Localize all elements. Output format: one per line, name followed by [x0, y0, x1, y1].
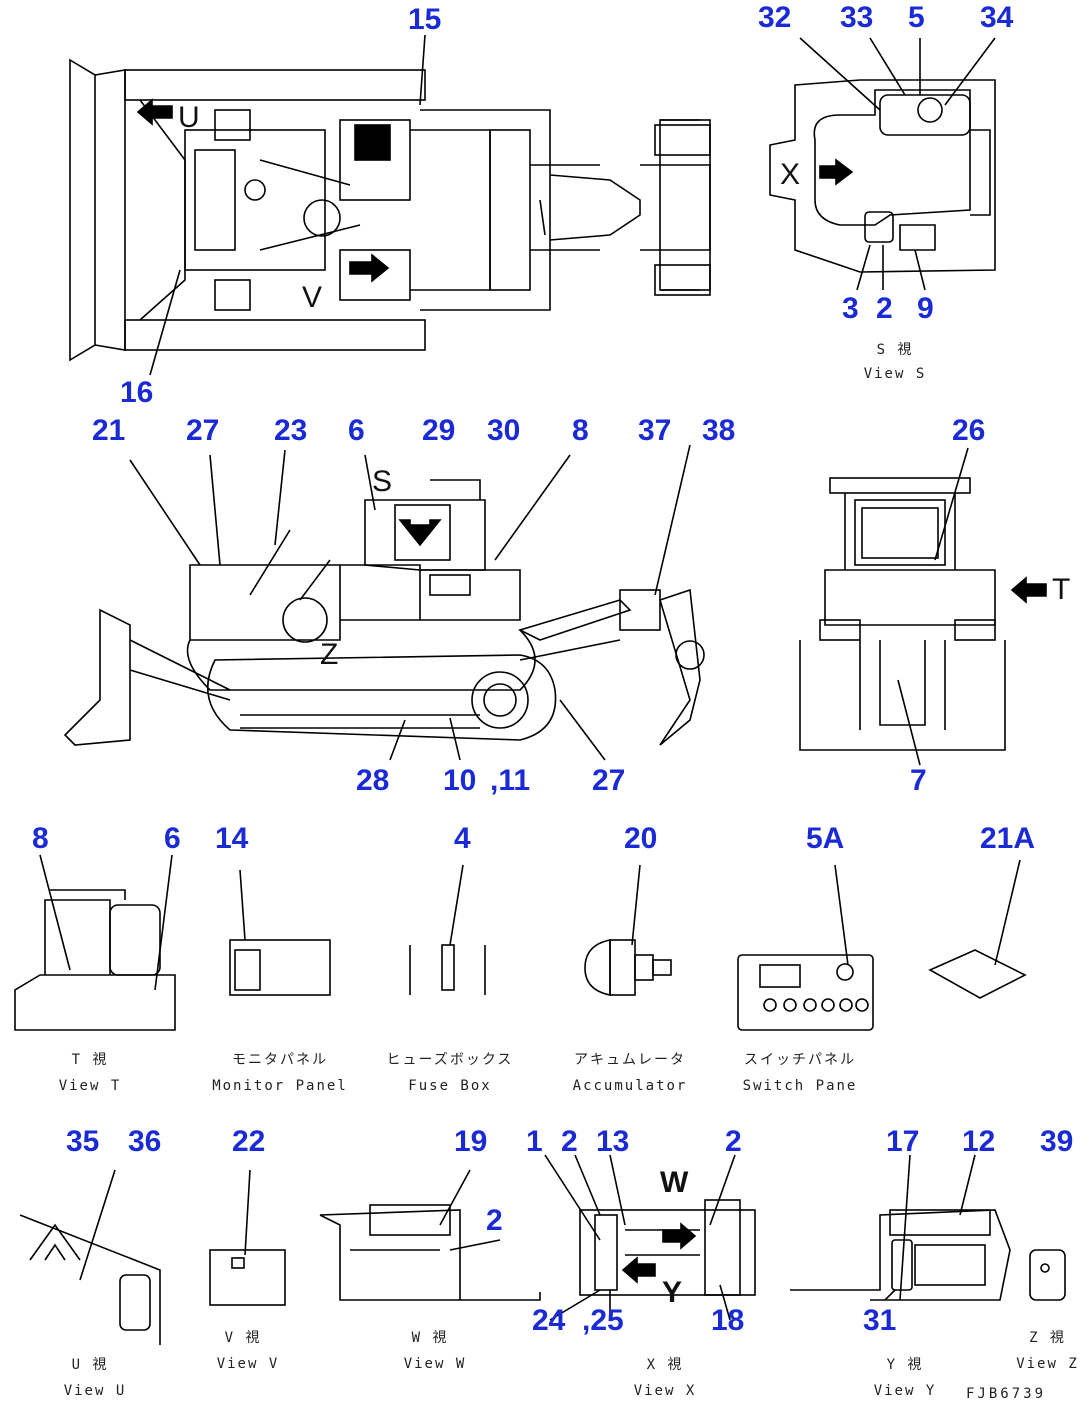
- caption-accum-jp: アキュムレータ: [574, 1052, 686, 1068]
- callout-8: 8: [572, 414, 589, 447]
- callout-2-view-x-right: 2: [725, 1125, 742, 1158]
- callout-22: 22: [232, 1125, 266, 1158]
- plate-21a-drawing: [928, 949, 1027, 999]
- view-letter-s: S: [372, 465, 393, 498]
- callout-5a: 5A: [806, 822, 845, 855]
- view-y-drawing: [790, 1209, 1011, 1301]
- caption-switch-panel: Switch Pane: [742, 1078, 858, 1094]
- caption-view-x: View X: [633, 1383, 697, 1399]
- callout-5: 5: [908, 1, 925, 34]
- monitor-panel-drawing: [229, 939, 331, 996]
- caption-view-v-jp: V 視: [224, 1330, 262, 1346]
- callout-15: 15: [408, 3, 442, 36]
- caption-view-y: View Y: [873, 1383, 937, 1399]
- callout-2-view-x-left: 2: [561, 1125, 578, 1158]
- callout-16: 16: [120, 376, 154, 409]
- callout-11: ,11: [490, 764, 531, 797]
- caption-view-w-jp: W 視: [411, 1330, 449, 1346]
- accumulator-drawing: [584, 939, 672, 996]
- callout-4: 4: [454, 822, 471, 855]
- callout-26: 26: [952, 414, 986, 447]
- callout-30: 30: [487, 414, 521, 447]
- caption-view-t-jp: T 視: [71, 1052, 109, 1068]
- callout-14: 14: [215, 822, 249, 855]
- view-letter-w: W: [660, 1166, 689, 1199]
- caption-view-u: View U: [63, 1383, 127, 1399]
- callout-12: 12: [962, 1125, 996, 1158]
- caption-view-s-jp: S 視: [876, 342, 914, 358]
- caption-view-x-jp: X 視: [646, 1357, 684, 1373]
- caption-fuse-jp: ヒューズボックス: [386, 1052, 514, 1068]
- caption-switch-jp: スイッチパネル: [744, 1052, 856, 1068]
- callout-3: 3: [842, 292, 859, 325]
- fuse-box-drawing: [409, 944, 486, 995]
- callout-7: 7: [910, 764, 927, 797]
- view-z-drawing: [1029, 1249, 1066, 1301]
- view-letter-x: X: [780, 158, 801, 191]
- view-s-drawing: [769, 79, 996, 273]
- view-letter-v: V: [302, 281, 323, 314]
- callout-25: ,25: [582, 1304, 624, 1337]
- callout-27-top: 27: [186, 414, 220, 447]
- caption-view-s: View S: [863, 366, 927, 382]
- view-letter-u: U: [178, 101, 200, 134]
- view-letter-y: Y: [662, 1276, 683, 1309]
- callout-28: 28: [356, 764, 390, 797]
- caption-view-z-jp: Z 視: [1029, 1330, 1066, 1346]
- caption-accumulator: Accumulator: [572, 1078, 688, 1094]
- callout-23: 23: [274, 414, 308, 447]
- callout-8-detail: 8: [32, 822, 49, 855]
- callout-39: 39: [1040, 1125, 1074, 1158]
- callout-37: 37: [638, 414, 672, 447]
- top-view-drawing: [69, 58, 711, 362]
- callout-9: 9: [917, 292, 934, 325]
- view-letter-t: T: [1052, 573, 1071, 606]
- caption-view-w: View W: [403, 1356, 467, 1372]
- caption-fuse-box: Fuse Box: [408, 1078, 492, 1094]
- callout-27-bottom: 27: [592, 764, 626, 797]
- view-t-drawing: [799, 477, 1006, 751]
- callout-32: 32: [758, 1, 792, 34]
- view-v-drawing: [209, 1249, 286, 1306]
- callout-13: 13: [596, 1125, 630, 1158]
- caption-view-y-jp: Y 視: [886, 1357, 924, 1373]
- view-u-drawing: [19, 1214, 161, 1345]
- caption-view-t: View T: [58, 1078, 122, 1094]
- callout-36: 36: [128, 1125, 162, 1158]
- side-view-drawing: [63, 479, 705, 746]
- callout-31: 31: [863, 1304, 897, 1337]
- callout-33: 33: [840, 1, 874, 34]
- view-w-drawing: [319, 1204, 541, 1301]
- view-letter-z: Z: [320, 638, 339, 671]
- switch-panel-drawing: [737, 954, 874, 1031]
- callout-2-view-w: 2: [486, 1204, 503, 1237]
- callout-2: 2: [876, 292, 893, 325]
- callout-10: 10: [443, 764, 477, 797]
- callout-1: 1: [526, 1125, 543, 1158]
- callout-17: 17: [886, 1125, 920, 1158]
- callout-34: 34: [980, 1, 1014, 34]
- callout-6: 6: [348, 414, 365, 447]
- callout-21: 21: [92, 414, 126, 447]
- caption-monitor-jp: モニタパネル: [232, 1052, 328, 1068]
- view-x-drawing: [579, 1199, 756, 1296]
- callout-38: 38: [702, 414, 736, 447]
- callout-21a: 21A: [980, 822, 1036, 855]
- callout-20: 20: [624, 822, 658, 855]
- callout-19: 19: [454, 1125, 488, 1158]
- caption-view-u-jp: U 視: [71, 1357, 109, 1373]
- callout-18: 18: [711, 1304, 745, 1337]
- drawing-code: FJB6739: [966, 1386, 1047, 1402]
- caption-monitor-panel: Monitor Panel: [212, 1078, 348, 1094]
- callout-24: 24: [532, 1304, 566, 1337]
- caption-view-z: View Z: [1016, 1356, 1079, 1372]
- callout-29: 29: [422, 414, 456, 447]
- caption-view-v: View V: [216, 1356, 280, 1372]
- callout-35: 35: [66, 1125, 100, 1158]
- view-t-side-drawing: [14, 889, 176, 1031]
- callout-6-detail: 6: [164, 822, 181, 855]
